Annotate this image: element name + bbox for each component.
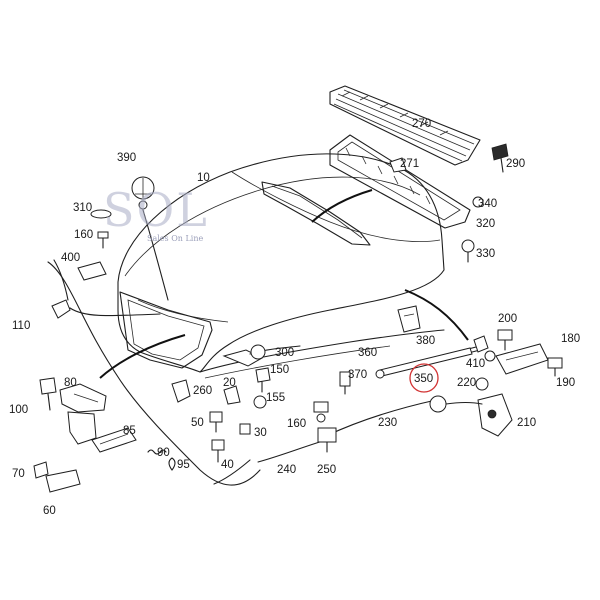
callout-271: 271 bbox=[400, 158, 419, 170]
bracket-80 bbox=[59, 383, 107, 445]
watermark-tagline: Sales On Line bbox=[147, 234, 203, 243]
connector-250 bbox=[317, 427, 337, 453]
callout-90: 90 bbox=[157, 447, 170, 459]
bolt-100 bbox=[39, 377, 57, 411]
callout-20: 20 bbox=[223, 377, 236, 389]
callout-30: 30 bbox=[254, 427, 267, 439]
callout-155: 155 bbox=[266, 392, 285, 404]
callout-180: 180 bbox=[561, 333, 580, 345]
callout-95: 95 bbox=[177, 459, 190, 471]
callout-380: 380 bbox=[416, 335, 435, 347]
callout-260: 260 bbox=[193, 385, 212, 397]
callout-270: 270 bbox=[412, 118, 431, 130]
callout-85: 85 bbox=[123, 425, 136, 437]
callout-300: 300 bbox=[275, 347, 294, 359]
callout-60: 60 bbox=[43, 505, 56, 517]
callout-50: 50 bbox=[191, 417, 204, 429]
spring-90 bbox=[147, 449, 167, 455]
callout-40: 40 bbox=[221, 459, 234, 471]
lock-210 bbox=[429, 393, 513, 437]
part-20 bbox=[223, 385, 241, 405]
callout-360: 360 bbox=[358, 347, 377, 359]
clip-271 bbox=[389, 157, 407, 173]
arrow-right bbox=[404, 289, 469, 341]
part-340 bbox=[472, 196, 484, 208]
callout-330: 330 bbox=[476, 248, 495, 260]
part-160-center bbox=[313, 401, 329, 423]
part-190 bbox=[547, 357, 563, 377]
clip-160-left bbox=[97, 231, 109, 249]
clip-95 bbox=[168, 457, 176, 471]
latch-70 bbox=[33, 461, 81, 493]
part-370 bbox=[339, 371, 351, 395]
callout-160-left: 160 bbox=[74, 229, 93, 241]
clip-110 bbox=[51, 259, 161, 319]
callout-250: 250 bbox=[317, 464, 336, 476]
latch-180 bbox=[484, 343, 549, 375]
callout-10: 10 bbox=[197, 172, 210, 184]
callout-110: 110 bbox=[12, 320, 30, 332]
arrow-left-lower bbox=[99, 334, 186, 379]
callout-400: 400 bbox=[61, 252, 80, 264]
callout-410: 410 bbox=[466, 358, 485, 370]
frame-320 bbox=[329, 134, 471, 229]
callout-310: 310 bbox=[73, 202, 92, 214]
part-200 bbox=[497, 329, 513, 351]
callout-150: 150 bbox=[270, 364, 289, 376]
part-40 bbox=[211, 439, 225, 463]
sol-watermark: SOL Sales On Line bbox=[103, 183, 209, 243]
cable-230 bbox=[325, 399, 437, 437]
part-50 bbox=[209, 411, 223, 433]
arrow-grille bbox=[311, 189, 373, 223]
highlight-ring-350 bbox=[409, 363, 439, 393]
callout-320: 320 bbox=[476, 218, 495, 230]
hood-panel bbox=[117, 153, 445, 379]
part-155 bbox=[253, 395, 267, 409]
gas-strut-350 bbox=[379, 347, 473, 377]
release-cable bbox=[47, 261, 261, 486]
gasket-310 bbox=[90, 209, 112, 219]
cable-240 bbox=[213, 459, 251, 485]
callout-350: 350 bbox=[414, 373, 433, 385]
rail-85 bbox=[91, 427, 137, 453]
air-grille-270 bbox=[329, 85, 481, 166]
callout-390: 390 bbox=[117, 152, 136, 164]
callout-100: 100 bbox=[9, 404, 28, 416]
block-380 bbox=[397, 305, 421, 333]
callout-210: 210 bbox=[517, 417, 536, 429]
callout-200: 200 bbox=[498, 313, 517, 325]
callout-240: 240 bbox=[277, 464, 296, 476]
callout-340: 340 bbox=[478, 198, 497, 210]
part-330 bbox=[461, 239, 475, 263]
callout-290: 290 bbox=[506, 158, 525, 170]
part-30 bbox=[239, 423, 251, 435]
pad-400 bbox=[77, 261, 107, 281]
callout-160-center: 160 bbox=[287, 418, 306, 430]
callout-370: 370 bbox=[348, 369, 367, 381]
callout-labels: 10 20 30 40 50 60 70 80 85 90 95 100 110… bbox=[9, 118, 580, 517]
emblem-390 bbox=[131, 176, 169, 301]
screw-290 bbox=[491, 143, 509, 173]
callout-190: 190 bbox=[556, 377, 575, 389]
watermark-logo: SOL bbox=[103, 183, 209, 237]
callout-220: 220 bbox=[457, 377, 476, 389]
part-220 bbox=[475, 377, 489, 391]
callout-80: 80 bbox=[64, 377, 77, 389]
part-260 bbox=[171, 379, 191, 403]
hinge-assembly bbox=[222, 344, 301, 367]
part-300 bbox=[255, 367, 271, 393]
part-410 bbox=[473, 335, 489, 353]
callout-70: 70 bbox=[12, 468, 25, 480]
callout-230: 230 bbox=[378, 417, 397, 429]
